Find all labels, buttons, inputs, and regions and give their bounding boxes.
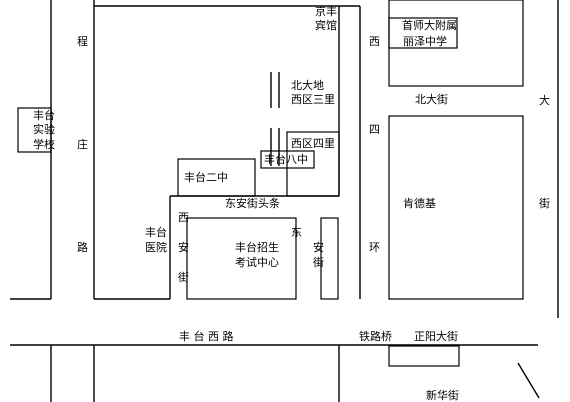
label-ring-huan: 环 <box>369 241 380 254</box>
label-fengtai-hospital-2: 医院 <box>145 240 167 254</box>
label-beidadi: 北大地 <box>291 78 324 92</box>
label-fengtai-no2: 丰台二中 <box>184 170 228 184</box>
label-kendeji: 肯德基 <box>403 196 436 210</box>
exam-center-box <box>186 217 297 300</box>
label-chengzhuang-cheng: 程 <box>77 35 88 48</box>
label-chengzhuang-lu: 路 <box>77 241 88 254</box>
label-fengtai-no8: 丰台八中 <box>264 152 308 166</box>
label-exam-center: 丰台招生 <box>235 240 279 254</box>
label-dongan-dong: 东 <box>291 226 302 239</box>
label-beidajie: 北大街 <box>415 92 448 106</box>
kendeji-block-box <box>388 115 524 300</box>
xinhua-jie-diagonal <box>517 362 540 399</box>
label-fengtai-hospital: 丰台 <box>145 225 167 239</box>
label-jingfeng-2: 宾馆 <box>315 18 337 32</box>
fengtai-experimental-school-box <box>17 107 52 153</box>
label-fengtai-exp-2: 实验 <box>33 122 55 136</box>
label-ring-si: 四 <box>369 123 380 136</box>
label-dongan-an: 安 <box>313 240 324 254</box>
label-capital-normal-2: 丽泽中学 <box>403 34 447 48</box>
map-labels: 京丰 宾馆 首师大附属 丽泽中学 北大地 西区三里 北大街 丰台 实验 学校 西… <box>33 4 550 402</box>
label-tieluqiao: 铁路桥 <box>359 330 392 343</box>
label-xiqu-sili: 西区四里 <box>291 137 335 150</box>
east-an-street-strip <box>320 217 339 300</box>
fengtai-no8-box <box>260 150 315 169</box>
label-jingfeng: 京丰 <box>315 4 337 18</box>
label-xian-jie: 街 <box>178 270 189 284</box>
label-capital-normal: 首师大附属 <box>402 18 457 32</box>
label-fengtai-exp-3: 学校 <box>33 137 55 151</box>
xiqu-sili-box <box>286 131 340 197</box>
label-ring-xi: 西 <box>369 35 380 48</box>
label-xian-an: 安 <box>178 240 189 254</box>
label-fengtai-xilu: 丰 台 西 路 <box>179 329 234 343</box>
buildings <box>17 0 524 367</box>
label-zhengyang-dajie: 正阳大街 <box>414 329 458 343</box>
label-xian-xi: 西 <box>178 211 189 224</box>
label-dongan-toutiao: 东安街头条 <box>225 196 280 210</box>
label-east-jie: 街 <box>539 196 550 210</box>
capital-normal-lize-box <box>388 17 458 49</box>
label-dongan-jie: 街 <box>313 255 324 269</box>
label-beidadi-2: 西区三里 <box>291 93 335 106</box>
label-exam-center-2: 考试中心 <box>235 256 279 269</box>
label-xinhua-jie: 新华街 <box>426 388 459 402</box>
label-fengtai-exp: 丰台 <box>33 108 55 122</box>
label-east-da: 大 <box>539 93 550 107</box>
zhengyang-block-box <box>388 345 460 367</box>
road-lines <box>10 0 559 402</box>
label-chengzhuang-zhuang: 庄 <box>77 137 88 151</box>
fengtai-no2-box <box>177 158 256 197</box>
